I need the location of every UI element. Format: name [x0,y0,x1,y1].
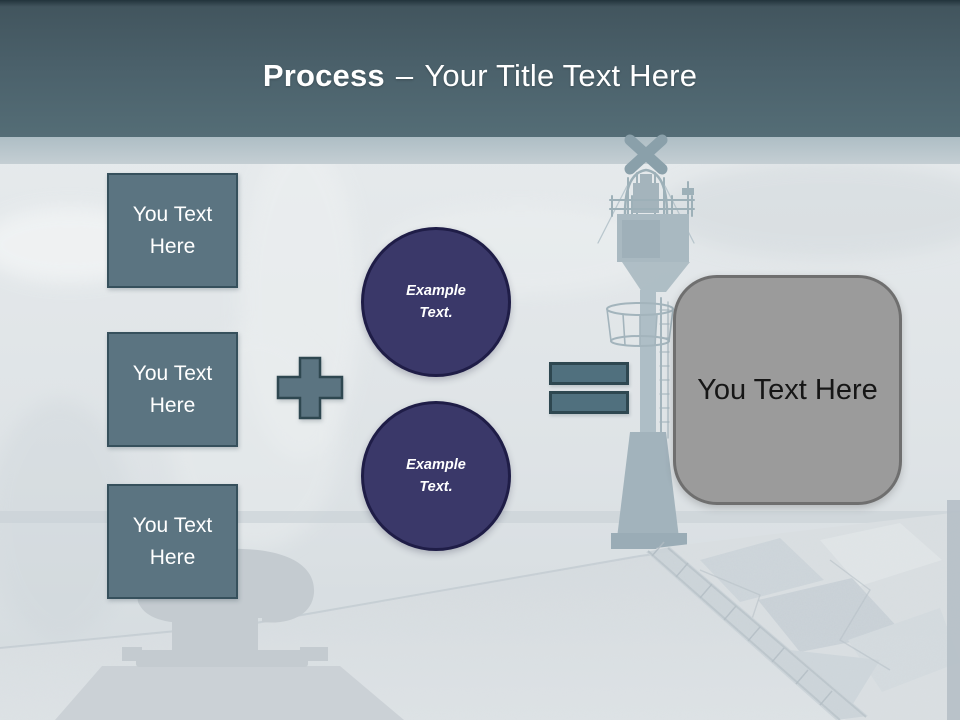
title-prefix: Process [262,57,385,93]
equals-bar-bottom [549,391,629,414]
equals-bar-top [549,362,629,385]
beacon-tower-silhouette [597,134,695,549]
example-circle-1-label: Example Text. [406,282,466,321]
text-box-1[interactable]: You Text Here [107,173,238,288]
example-circle-2-label: Example Text. [406,456,466,495]
text-box-3[interactable]: You Text Here [107,484,238,599]
example-circle-1[interactable]: Example Text. [361,227,511,377]
text-box-2-label: You Text Here [132,362,213,417]
plus-icon[interactable] [276,356,344,420]
header-band [0,0,960,137]
pier-wall-edge [947,500,960,720]
result-box[interactable]: You Text Here [673,275,902,505]
divider-strip [0,137,960,164]
example-circle-2[interactable]: Example Text. [361,401,511,551]
result-box-label: You Text Here [697,373,878,406]
title-dash: – [395,57,414,93]
text-box-1-label: You Text Here [132,203,213,258]
text-box-2[interactable]: You Text Here [107,332,238,447]
title-suffix: Your Title Text Here [424,57,698,93]
text-box-3-label: You Text Here [132,514,213,569]
slide-title[interactable]: Process – Your Title Text Here [0,0,960,137]
equals-icon[interactable] [549,362,629,414]
